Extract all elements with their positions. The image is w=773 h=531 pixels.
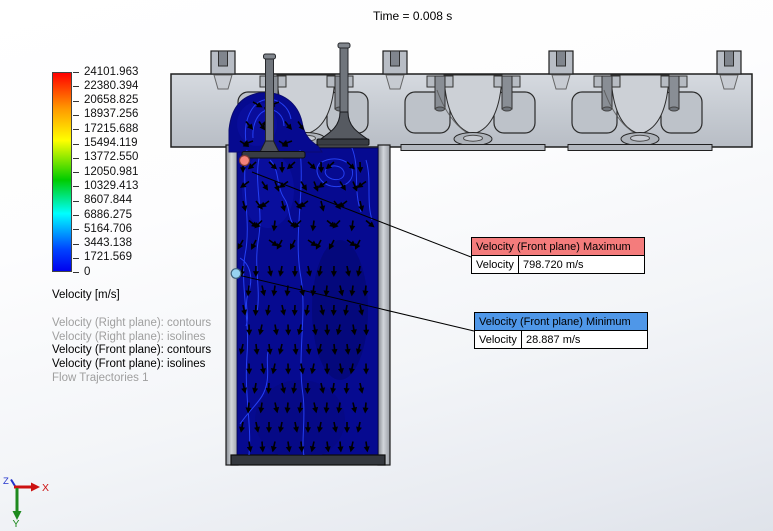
scale-tick — [73, 86, 79, 88]
scale-tick — [73, 157, 79, 159]
max-callout-param: Velocity — [472, 256, 519, 273]
max-leader-line — [251, 171, 472, 258]
scale-value: 6886.275 — [84, 208, 132, 221]
scale-tick — [73, 172, 79, 174]
min-leader-line — [237, 274, 475, 332]
legend-item[interactable]: Velocity (Front plane): contours — [52, 344, 212, 357]
exhaust-valve-closed[interactable] — [316, 42, 370, 146]
cylinder-wall-left — [225, 144, 239, 466]
min-callout-param: Velocity — [475, 331, 522, 348]
triad-z-label: Z — [3, 476, 9, 487]
piston-top — [230, 454, 386, 466]
coordinate-triad: X Y Z — [3, 476, 49, 530]
head-bolts — [210, 50, 742, 90]
scale-tick — [73, 243, 79, 245]
scale-tick — [73, 100, 79, 102]
min-velocity-callout[interactable]: Velocity (Front plane) Minimum Velocity … — [474, 312, 648, 349]
intake-valve-head — [241, 151, 306, 159]
triad-y-label: Y — [13, 518, 20, 530]
scale-tick — [73, 72, 79, 73]
legend-item[interactable]: Velocity (Right plane): contours — [52, 317, 212, 329]
scale-tick — [73, 143, 79, 145]
max-callout-header: Velocity (Front plane) Maximum — [472, 238, 644, 256]
scale-value: 22380.394 — [84, 79, 139, 92]
scale-value: 0 — [84, 265, 91, 278]
scale-value: 12050.981 — [84, 165, 139, 178]
scale-value: 24101.963 — [84, 65, 139, 78]
scale-value: 13772.550 — [84, 151, 139, 164]
cylinder-wall-right — [377, 144, 391, 466]
scale-value: 20658.825 — [84, 94, 139, 107]
exhaust-valve-head — [316, 138, 370, 146]
scale-tick — [73, 229, 79, 231]
scale-value: 8607.844 — [84, 194, 132, 207]
scale-value: 3443.138 — [84, 237, 132, 250]
scale-value: 17215.688 — [84, 122, 139, 135]
triad-x-label: X — [42, 482, 49, 494]
max-velocity-callout[interactable]: Velocity (Front plane) Maximum Velocity … — [471, 237, 645, 274]
color-scale-bar[interactable] — [52, 72, 72, 272]
max-callout-value: 798.720 m/s — [523, 259, 584, 271]
scale-tick — [73, 272, 79, 274]
scale-value: 10329.413 — [84, 179, 139, 192]
scale-value: 15494.119 — [84, 137, 138, 149]
scale-value: 5164.706 — [84, 222, 132, 235]
flow-patches — [237, 102, 368, 455]
legend-item[interactable]: Velocity (Right plane): isolines — [52, 330, 206, 343]
scale-tick — [73, 215, 79, 216]
max-velocity-marker[interactable] — [238, 154, 251, 167]
scale-tick — [73, 257, 79, 259]
scale-value: 18937.256 — [84, 108, 139, 121]
scale-tick — [73, 114, 79, 116]
min-callout-value: 28.887 m/s — [526, 334, 581, 346]
time-label: Time = 0.008 s — [373, 9, 453, 23]
intake-valve-open[interactable] — [241, 53, 306, 159]
legend-item[interactable]: Flow Trajectories 1 — [52, 371, 149, 384]
color-scale-unit: Velocity [m/s] — [52, 289, 120, 301]
min-callout-header: Velocity (Front plane) Minimum — [475, 313, 647, 331]
scale-tick — [73, 186, 79, 188]
scale-tick — [73, 129, 79, 131]
scale-value: 1721.569 — [84, 251, 132, 264]
scale-tick — [73, 200, 79, 202]
min-velocity-marker[interactable] — [230, 268, 242, 279]
legend-item[interactable]: Velocity (Front plane): isolines — [52, 358, 206, 371]
